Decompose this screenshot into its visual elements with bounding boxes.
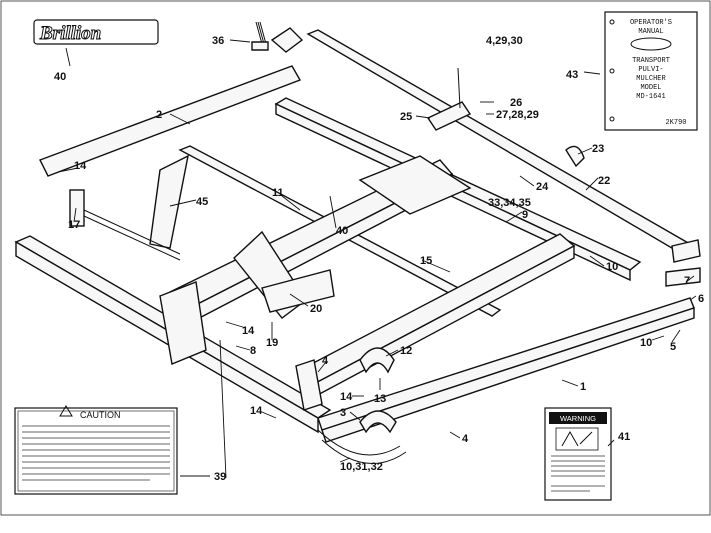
manual-line-1: OPERATOR'S [630,19,672,27]
callout-7: 7 [684,275,690,287]
callout-22: 22 [598,175,610,187]
callout-33-34-35: 33,34,35 [488,197,531,209]
callouts: 40 36 4,29,30 43 2 26 27,28,29 25 23 14 … [54,35,704,483]
upper-crossmember [358,155,472,215]
manual-line-7: MD-1641 [636,93,665,101]
manual-line-4: PULVI- [638,66,663,74]
callout-25: 25 [400,111,412,123]
warning-decal: WARNING [544,407,612,501]
callout-14-lower: 14 [340,391,353,403]
callout-11: 11 [272,187,284,199]
sprocket-20 [261,269,335,313]
manual-line-5: MULCHER [636,75,666,83]
frame-parts [14,21,701,464]
callout-4-mid: 4 [322,355,329,367]
callout-8: 8 [250,345,256,357]
clamp-3 [359,410,397,434]
callout-36: 36 [212,35,224,47]
callout-6: 6 [698,293,704,305]
callout-4-bottom: 4 [462,433,469,445]
callout-43: 43 [566,69,578,81]
rear-bar-2 [39,65,302,177]
tube-17 [69,189,85,227]
manual-code: 2K790 [665,119,686,127]
leader-lines [57,39,697,479]
callout-13: 13 [374,393,386,405]
callout-2: 2 [156,109,162,121]
clamp-12 [359,347,395,374]
hook-23 [565,145,585,168]
logo-text: Brillion [39,23,101,44]
hitch-plate-39 [159,281,207,365]
callout-9: 9 [522,209,528,221]
bracket-45 [149,154,189,249]
manual-line-2: MANUAL [638,28,663,36]
callout-10-31-32: 10,31,32 [340,461,383,473]
callout-40-mid: 40 [336,225,348,237]
callout-45: 45 [196,196,208,208]
callout-5: 5 [670,341,676,353]
warning-pictogram [555,427,599,451]
callout-26: 26 [510,97,522,109]
callout-39: 39 [214,471,226,483]
callout-15: 15 [420,255,432,267]
callout-1: 1 [580,381,586,393]
callout-41: 41 [618,431,630,443]
manual-line-6: MODEL [640,84,661,92]
operators-manual: OPERATOR'S MANUAL TRANSPORT PULVI- MULCH… [604,11,698,131]
manual-line-3: TRANSPORT [632,57,670,65]
manual-logo-oval [630,37,672,51]
callout-14-bottom: 14 [250,405,263,417]
callout-14-top: 14 [74,160,87,172]
caution-title: CAUTION [80,410,121,420]
callout-24: 24 [536,181,549,193]
callout-14-mid: 14 [242,325,255,337]
callout-19: 19 [266,337,278,349]
callout-10-mid: 10 [640,337,652,349]
plate-25 [426,101,472,131]
callout-40-logo: 40 [54,71,66,83]
jack-7 [665,267,701,287]
callout-27-28-29: 27,28,29 [496,109,539,121]
callout-23: 23 [592,143,604,155]
spring-36 [255,21,267,45]
top-bracket [270,27,304,53]
end-cap [671,239,701,263]
brillion-logo: Brillion [33,19,159,45]
callout-12: 12 [400,345,412,357]
caution-decal: CAUTION [14,405,178,495]
callout-20: 20 [310,303,322,315]
warning-title: WARNING [560,414,596,423]
side-plate [295,359,323,411]
callout-3: 3 [340,407,346,419]
callout-4-29-30: 4,29,30 [486,35,523,47]
callout-10-right: 10 [606,261,618,273]
callout-17: 17 [68,219,80,231]
diagram-border [0,0,711,516]
